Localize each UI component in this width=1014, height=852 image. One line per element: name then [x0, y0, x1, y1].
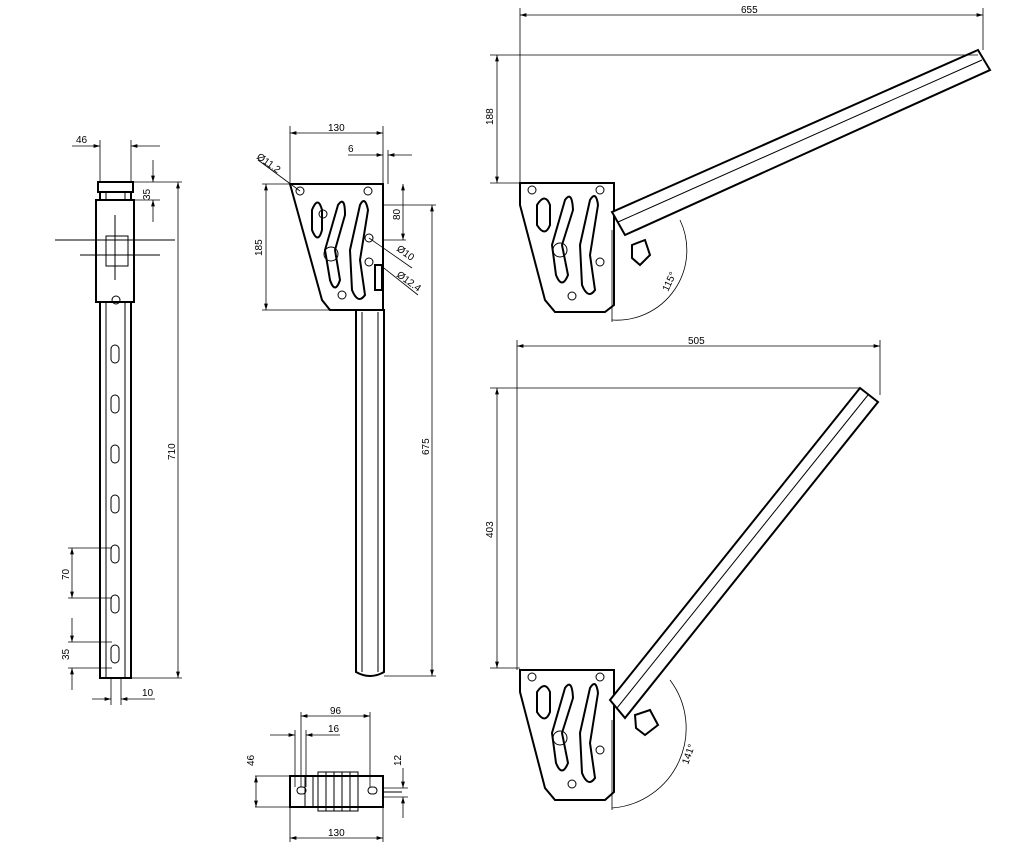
- dim-d12-4: Ø12.4: [394, 270, 423, 295]
- knob: [631, 238, 652, 267]
- support-arm: [608, 386, 880, 720]
- dim-96: 96: [330, 706, 342, 717]
- bottom-profile: [289, 775, 384, 808]
- support-arm: [610, 48, 992, 237]
- rail-cap: [97, 181, 134, 193]
- angle-115: 115°: [661, 271, 679, 294]
- dim-70: 70: [61, 568, 72, 580]
- dim-185: 185: [254, 239, 265, 256]
- extended-view-115: 115° 655 188: [485, 5, 992, 322]
- mounting-plate: [519, 669, 615, 801]
- dim-d11-2: Ø11.2: [254, 152, 282, 177]
- extended-view-141: 141° 505 403: [485, 336, 881, 810]
- dim-d10: Ø10: [394, 244, 416, 264]
- rail-front: [355, 309, 385, 677]
- dim-16: 16: [328, 724, 340, 735]
- rail-slots: [110, 344, 120, 664]
- dim-6: 6: [348, 144, 354, 155]
- bottom-view: 96 16 46 12 130: [246, 706, 408, 842]
- dim-188: 188: [485, 108, 496, 125]
- dim-130-top: 130: [328, 123, 345, 134]
- dim-35-top: 35: [142, 188, 153, 200]
- side-view: 46 35 710 70 35 10: [55, 135, 182, 705]
- locking-pin: [374, 264, 383, 291]
- dim-12: 12: [393, 754, 404, 766]
- dim-80: 80: [392, 208, 403, 220]
- dim-35-bottom: 35: [61, 648, 72, 660]
- dim-130-bottom: 130: [328, 828, 345, 839]
- dim-10: 10: [142, 688, 154, 699]
- dim-675: 675: [421, 438, 432, 455]
- dim-505: 505: [688, 336, 705, 347]
- dim-655: 655: [741, 5, 758, 16]
- dim-46-bottom: 46: [246, 754, 257, 766]
- angle-141: 141°: [680, 743, 697, 766]
- dim-710: 710: [167, 443, 178, 460]
- dim-403: 403: [485, 521, 496, 538]
- knob: [633, 708, 660, 737]
- dim-46: 46: [76, 135, 88, 146]
- front-view: 130 6 Ø11.2 185 80 Ø10 Ø12.4 675: [254, 123, 436, 677]
